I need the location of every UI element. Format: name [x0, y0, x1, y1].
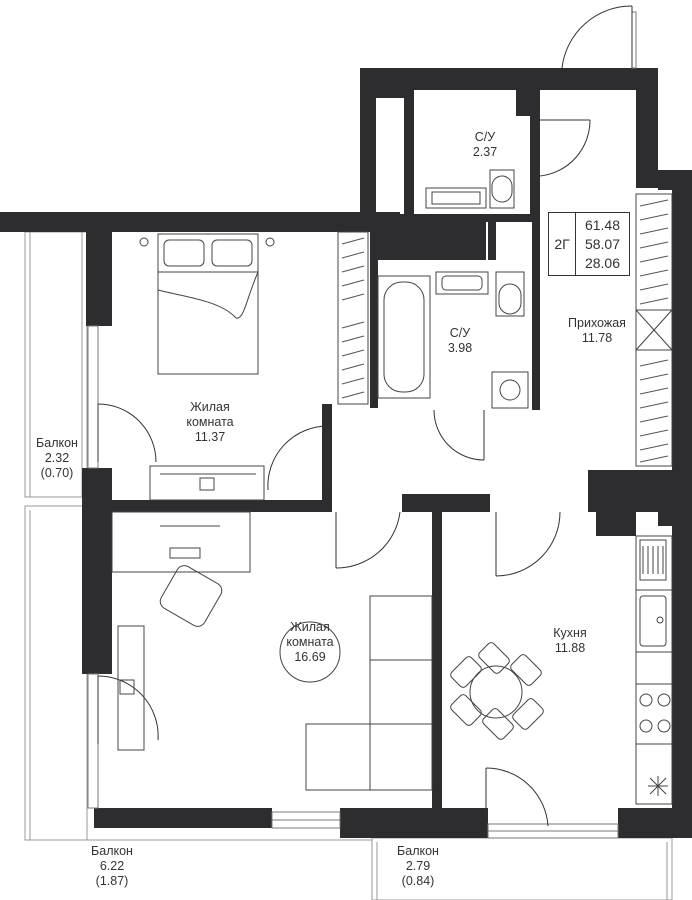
kitchen-area: 11.88 [554, 641, 586, 655]
balcony-left-reduced: (1.87) [95, 874, 129, 888]
balcony-left-area: 6.22 [99, 859, 125, 873]
living-name-1: Жилая [290, 620, 330, 634]
balcony-top-reduced: (0.70) [40, 466, 74, 480]
bedroom-area: 11.37 [194, 430, 226, 444]
hall-area: 11.78 [581, 331, 613, 345]
apartment-summary: 2Г 61.48 58.07 28.06 [548, 212, 630, 276]
hangers [341, 199, 669, 463]
balcony-left-name: Балкон [91, 844, 133, 858]
balcony-bottom-area: 2.79 [405, 859, 431, 873]
total-area: 61.48 [584, 217, 621, 233]
wc-bath-area: 3.98 [447, 341, 473, 355]
label-hall: Прихожая 11.78 [568, 316, 626, 346]
living-name-2: комната [286, 635, 334, 649]
label-wc-bath: С/У 3.98 [448, 326, 472, 356]
label-balcony-top: Балкон 2.32 (0.70) [36, 436, 78, 481]
walls [0, 68, 692, 838]
label-balcony-bottom: Балкон 2.79 (0.84) [397, 844, 439, 889]
label-balcony-left: Балкон 6.22 (1.87) [91, 844, 133, 889]
apartment-type: 2Г [549, 213, 576, 275]
label-living: Жилая комната 16.69 [286, 620, 333, 665]
bedroom-name-2: комната [186, 415, 234, 429]
sanitary-fixtures [377, 169, 529, 409]
kitchen-furniture [450, 535, 673, 805]
balcony-bottom-name: Балкон [397, 844, 439, 858]
balcony-top-name: Балкон [36, 436, 78, 450]
living-area: 28.06 [584, 255, 621, 271]
balcony-top-area: 2.32 [44, 451, 70, 465]
living-furniture [111, 511, 433, 791]
kitchen-name: Кухня [553, 626, 587, 640]
label-kitchen: Кухня 11.88 [553, 626, 586, 656]
wc-small-name: С/У [474, 130, 496, 144]
wc-bath-name: С/У [449, 326, 471, 340]
living-total: 58.07 [584, 236, 621, 252]
label-bedroom: Жилая комната 11.37 [186, 400, 233, 445]
living-area: 16.69 [294, 650, 326, 664]
wardrobes [337, 193, 673, 467]
desk-bedroom [149, 465, 265, 501]
balcony-bottom-reduced: (0.84) [401, 874, 435, 888]
area-list: 61.48 58.07 28.06 [576, 216, 629, 273]
hall-name: Прихожая [568, 316, 626, 330]
label-wc-small: С/У 2.37 [473, 130, 497, 160]
wc-small-area: 2.37 [472, 145, 498, 159]
bed [139, 233, 275, 375]
bedroom-name-1: Жилая [190, 400, 230, 414]
doors [97, 5, 633, 827]
